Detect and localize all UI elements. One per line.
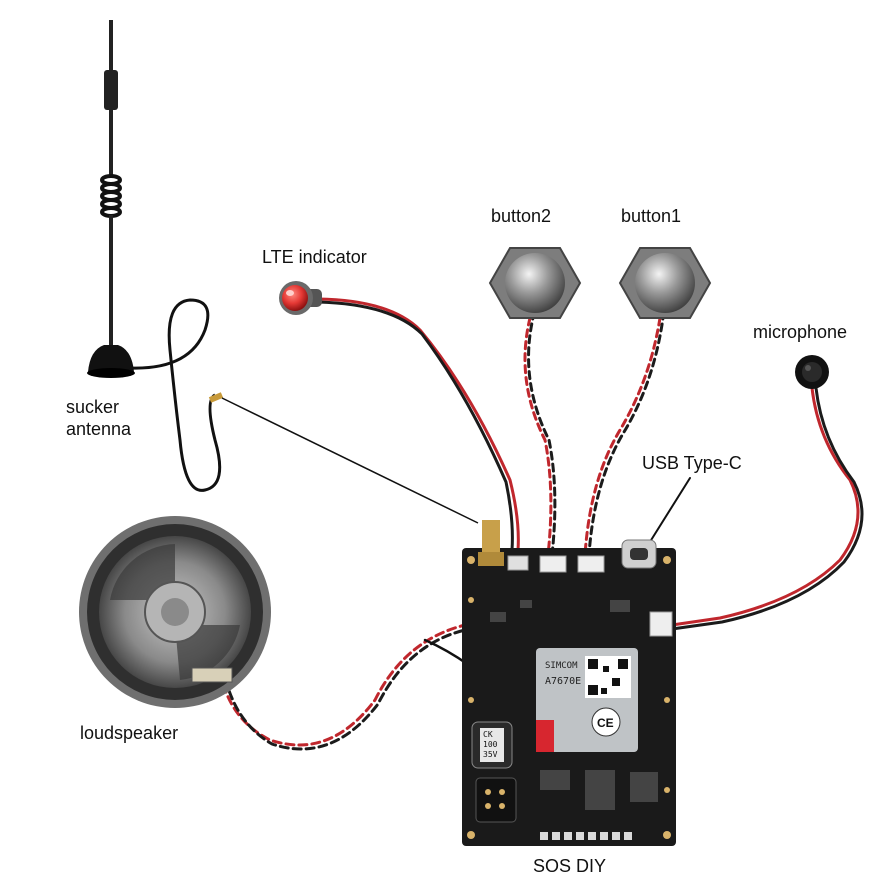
capacitor-line1: CK (483, 730, 493, 739)
label-sucker-antenna-line2: antenna (66, 419, 132, 439)
sucker-antenna (87, 20, 479, 524)
button2-switch (488, 247, 582, 319)
lte-indicator-led (279, 281, 322, 315)
loudspeaker-unit (79, 516, 271, 708)
module-ce-mark: CE (597, 716, 614, 730)
wiring (218, 297, 864, 751)
label-loudspeaker: loudspeaker (80, 723, 179, 743)
label-button1: button1 (621, 206, 682, 226)
button1-switch (618, 247, 712, 319)
module-model: A7670E (545, 676, 581, 687)
module-brand: SIMCOM (545, 661, 578, 671)
label-lte-indicator: LTE indicator (262, 247, 367, 267)
label-usb-type-c: USB Type-C (642, 453, 742, 473)
label-microphone: microphone (753, 322, 848, 342)
microphone-capsule (795, 355, 829, 389)
label-sos-diy-board: SOS DIY (533, 856, 607, 876)
sos-circuit-board: SIMCOM A7670E CE CK 100 35V (462, 520, 676, 846)
capacitor-line2: 100 (483, 740, 498, 749)
label-sucker-antenna-line1: sucker (66, 397, 120, 417)
label-sucker-antenna: sucker antenna (66, 396, 131, 440)
capacitor-line3: 35V (483, 750, 498, 759)
label-button2: button2 (491, 206, 552, 226)
